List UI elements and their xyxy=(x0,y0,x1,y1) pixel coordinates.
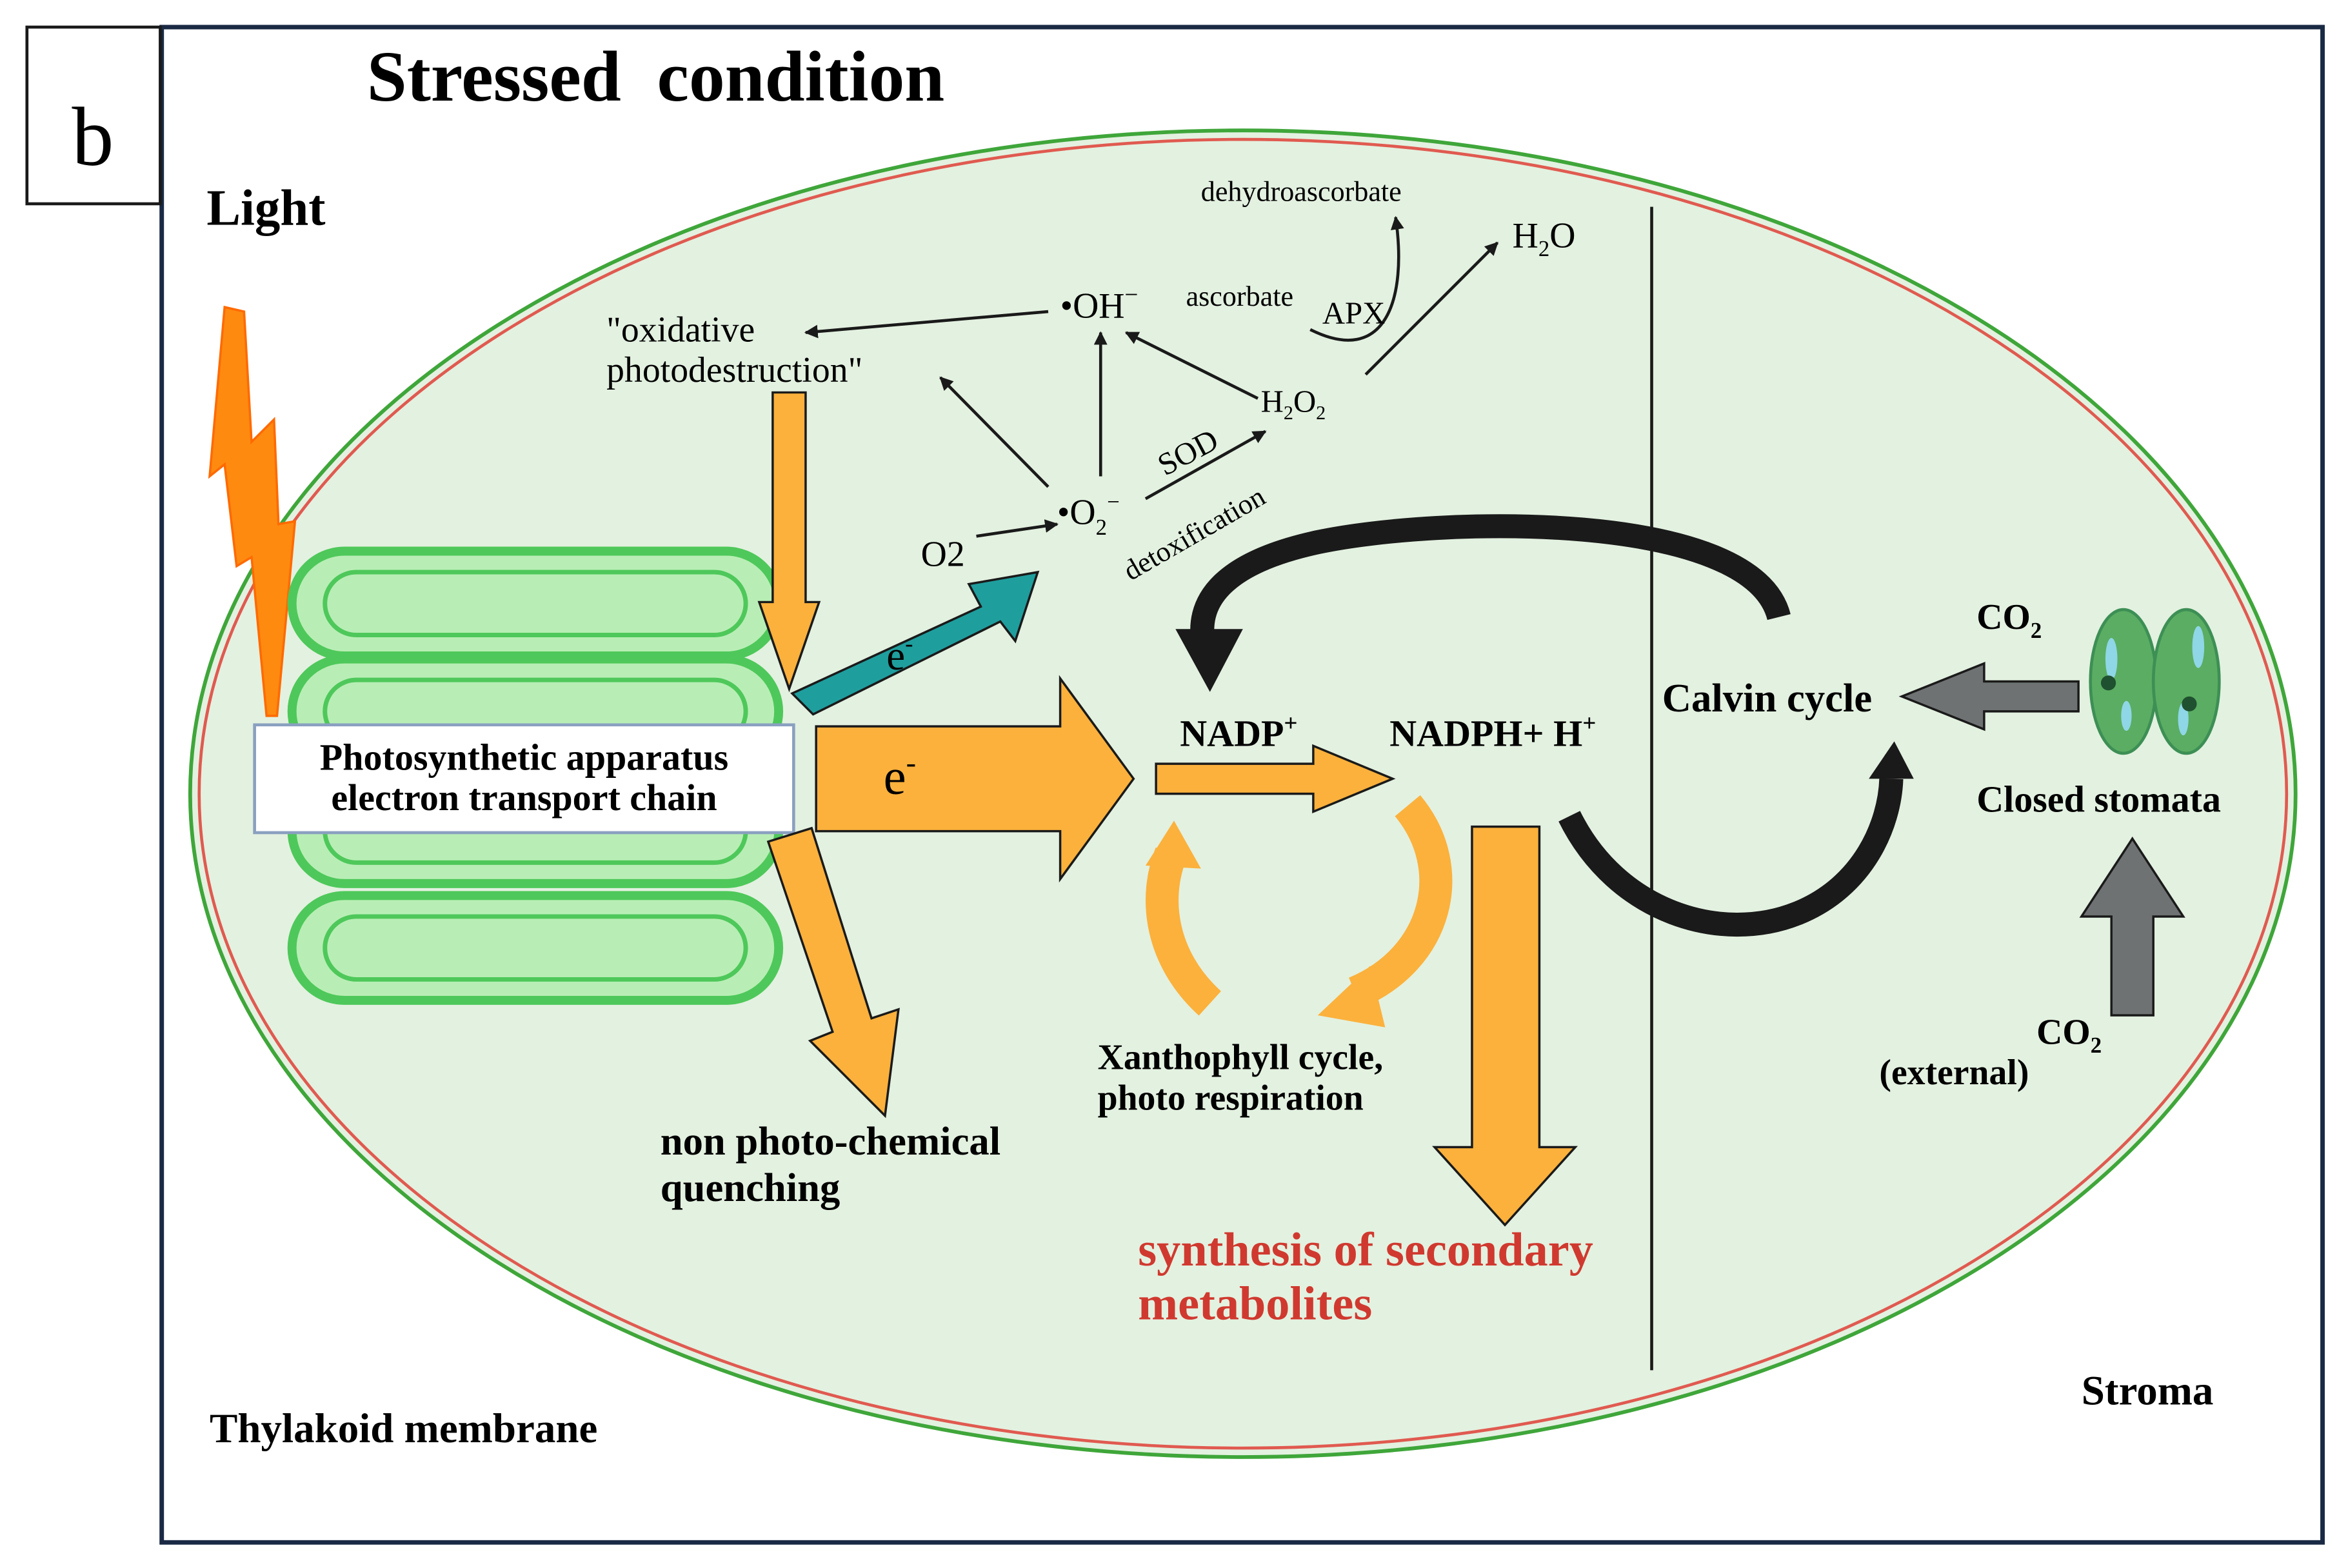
electron-to-oxygen-label: e- xyxy=(886,631,913,679)
nadph-label: NADPH+ H+ xyxy=(1389,710,1596,754)
secondary-label-line1: synthesis of secondary xyxy=(1138,1224,1593,1276)
calvin-cycle-label: Calvin cycle xyxy=(1662,675,1872,720)
co2-external-label: CO2 xyxy=(2036,1012,2102,1058)
ascorbate-label: ascorbate xyxy=(1186,281,1293,312)
sod-arrow xyxy=(1144,430,1267,501)
nadp-to-nadph-arrow xyxy=(1155,744,1396,814)
electron-label: e- xyxy=(884,747,917,805)
electron-flow-arrow xyxy=(815,675,1135,883)
oxidative-label-line2: photodestruction" xyxy=(606,350,862,390)
dehydroascorbate-label: dehydroascorbate xyxy=(1201,175,1402,207)
h2o2-label: H2O2 xyxy=(1261,384,1326,424)
stomata-icon xyxy=(2089,608,2221,755)
apparatus-label-line2: electron transport chain xyxy=(331,777,717,819)
npq-arrow xyxy=(766,826,900,1118)
co2-label: CO2 xyxy=(1976,597,2042,643)
apparatus-label-line1: Photosynthetic apparatus xyxy=(320,736,728,778)
xanthophyll-arc-right xyxy=(1348,795,1453,1008)
secondary-label-line2: metabolites xyxy=(1138,1277,1372,1330)
calvin-to-nadp-arrowhead xyxy=(1175,629,1243,692)
light-label: Light xyxy=(206,180,325,236)
oxidative-label-line1: "oxidative xyxy=(606,310,755,350)
secondary-metabolites-arrow xyxy=(1432,825,1578,1227)
superoxide-label: •O2− xyxy=(1057,490,1120,540)
nadph-to-calvin-arrow xyxy=(1558,778,1904,937)
apx-label: APX xyxy=(1322,296,1386,331)
panel-label-box xyxy=(25,25,162,206)
xanthophyll-arc-right-head xyxy=(1317,966,1386,1027)
electron-to-oxygen-arrow xyxy=(790,570,1040,716)
npq-label-line2: quenching xyxy=(661,1165,841,1210)
nadp-label: NADP+ xyxy=(1180,710,1297,754)
oxidative-down-arrow xyxy=(757,391,821,693)
apx-arrow xyxy=(1364,241,1499,376)
o2-label: O2 xyxy=(921,535,965,575)
xanthophyll-arc-left xyxy=(1146,847,1222,1016)
lightning-bolt-icon xyxy=(208,305,297,717)
h2o2-to-hydroxyl-arrow xyxy=(1124,331,1259,400)
external-co2-arrow xyxy=(2079,837,2185,1017)
closed-stomata-label: Closed stomata xyxy=(1976,778,2221,820)
hydroxyl-label: •OH− xyxy=(1060,282,1139,326)
nadph-to-calvin-arrowhead xyxy=(1869,741,1914,779)
chloroplast-inner-membrane xyxy=(197,137,2289,1450)
calvin-to-nadp-arrow xyxy=(1190,514,1791,655)
hydroxyl-to-oxidative-arrow xyxy=(804,310,1049,339)
panel-label: b xyxy=(72,91,114,184)
superoxide-to-oxidative-arrow xyxy=(939,376,1050,488)
co2-to-calvin-arrow xyxy=(1898,662,2080,731)
thylakoid-membrane-label: Thylakoid membrane xyxy=(210,1405,597,1452)
h2o-label: H2O xyxy=(1513,215,1576,261)
external-label: (external) xyxy=(1879,1053,2029,1093)
o2-to-superoxide-arrow xyxy=(976,519,1059,538)
npq-label-line1: non photo-chemical xyxy=(661,1118,1000,1164)
ascorbate-curve-arrow xyxy=(1309,215,1404,342)
xanthophyll-label-line2: photo respiration xyxy=(1098,1078,1364,1118)
stroma-label: Stroma xyxy=(2082,1368,2214,1414)
xanthophyll-arc-left-head xyxy=(1145,820,1201,869)
apparatus-box xyxy=(253,723,795,835)
diagram-title: Stressed condition xyxy=(367,37,945,117)
xanthophyll-label-line1: Xanthophyll cycle, xyxy=(1098,1038,1384,1078)
